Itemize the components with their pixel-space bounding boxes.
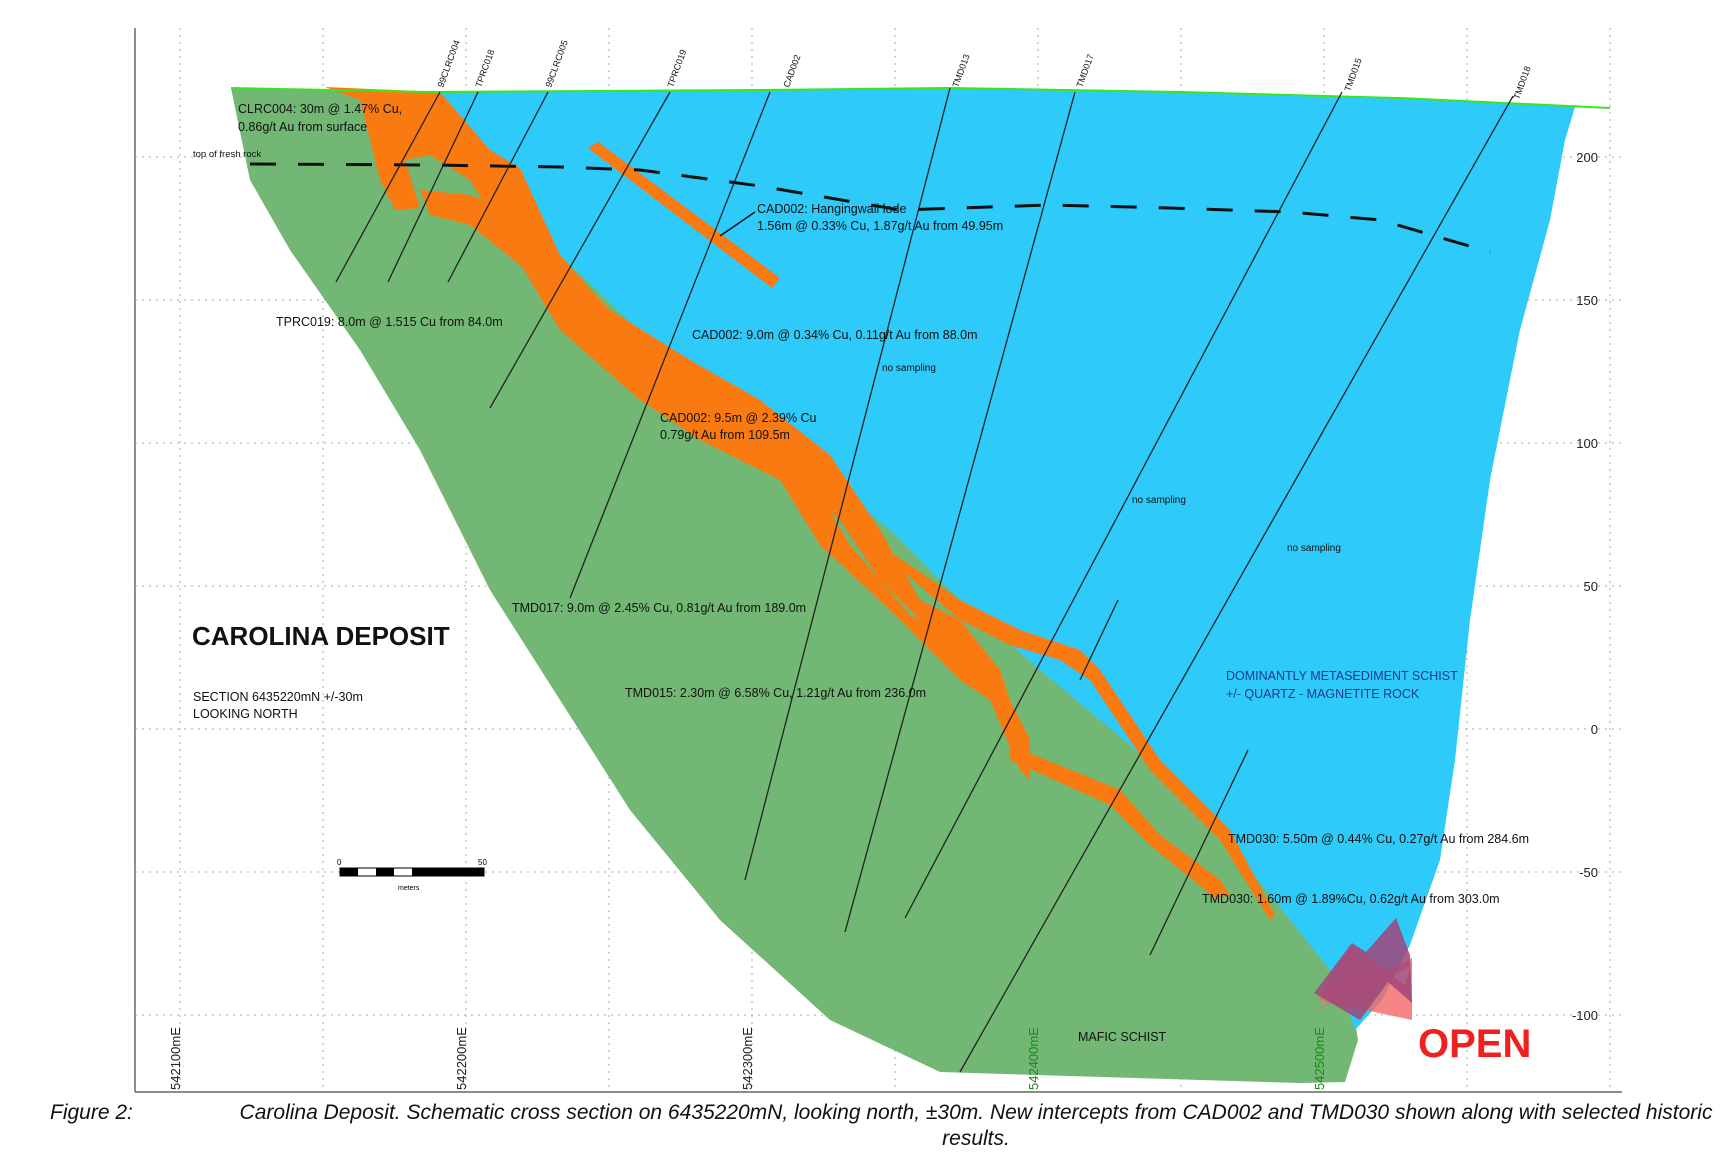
intercept-tmd030-b: TMD030: 1.60m @ 1.89%Cu, 0.62g/t Au from… — [1202, 892, 1500, 906]
drillhole-label: 99CLRC005 — [543, 39, 569, 89]
easting-tick: 542300mE — [740, 1027, 755, 1090]
elevation-tick: 150 — [1576, 293, 1598, 308]
no-sampling-label: no sampling — [882, 363, 936, 374]
lode-lower — [1010, 745, 1230, 898]
intercept-tmd017: TMD017: 9.0m @ 2.45% Cu, 0.81g/t Au from… — [512, 601, 806, 615]
metasediment-schist-zone — [432, 88, 1575, 1030]
intercept-tprc019: TPRC019: 8.0m @ 1.515 Cu from 84.0m — [276, 315, 503, 329]
mafic-schist-label: MAFIC SCHIST — [1078, 1030, 1167, 1044]
intercept-clrc004: 0.86g/t Au from surface — [238, 120, 367, 134]
drillhole-trace — [569, 91, 771, 599]
elevation-tick: -50 — [1579, 865, 1598, 880]
title-block: CAROLINA DEPOSIT SECTION 6435220mN +/-30… — [192, 621, 450, 721]
drillhole-trace — [844, 91, 1076, 933]
lode-main — [325, 87, 1030, 780]
metasediment-label: +/- QUARTZ - MAGNETITE ROCK — [1226, 687, 1420, 701]
scale-end: 50 — [478, 858, 487, 867]
drillhole-trace — [489, 91, 671, 409]
drillhole-label: TMD017 — [1074, 53, 1095, 89]
drillhole-trace — [904, 91, 1343, 919]
intercept-cad002-hangingwall: 1.56m @ 0.33% Cu, 1.87g/t Au from 49.95m — [757, 219, 1003, 233]
intercept-clrc004: CLRC004: 30m @ 1.47% Cu, — [238, 102, 402, 116]
caption-label: Figure 2: — [50, 1101, 133, 1124]
drillhole-label: TPRC019 — [665, 48, 688, 89]
section-info: SECTION 6435220mN +/-30m — [193, 690, 363, 704]
intercept-cad002-a: CAD002: 9.0m @ 0.34% Cu, 0.11g/t Au from… — [692, 328, 978, 342]
easting-tick: 542100mE — [168, 1027, 183, 1090]
intercept-cad002-b: CAD002: 9.5m @ 2.39% Cu — [660, 411, 817, 425]
intercept-tmd030-a: TMD030: 5.50m @ 0.44% Cu, 0.27g/t Au fro… — [1228, 832, 1529, 846]
drillhole-trace — [387, 91, 479, 283]
copper-lodes — [325, 87, 1275, 920]
drillhole-trace — [1149, 749, 1249, 956]
scale-start: 0 — [337, 858, 342, 867]
mafic-schist-zone — [231, 88, 1358, 1083]
open-label: OPEN — [1418, 1022, 1531, 1066]
elevation-axis-labels: 200 150 100 50 0 -50 -100 — [1572, 150, 1598, 1023]
elevation-tick: -100 — [1572, 1008, 1598, 1023]
easting-axis-labels: 542100mE 542200mE 542300mE 542400mE 5425… — [168, 1027, 1327, 1090]
plot-frame — [134, 28, 1622, 1093]
intercept-cad002-hangingwall: CAD002: Hangingwall lode — [757, 202, 906, 216]
elevation-tick: 200 — [1576, 150, 1598, 165]
drillhole-traces — [335, 87, 1514, 1073]
lode-hangingwall — [588, 142, 780, 288]
easting-tick: 542500mE — [1312, 1027, 1327, 1090]
scale-bar: 0 50 meters — [337, 858, 487, 892]
drillhole-label: 99CLRC004 — [435, 39, 461, 89]
no-sampling-label: no sampling — [1132, 495, 1186, 506]
section-info: LOOKING NORTH — [193, 707, 298, 721]
easting-tick: 542200mE — [454, 1027, 469, 1090]
lode-tmd013-branch — [895, 555, 1275, 920]
elevation-tick: 100 — [1576, 436, 1598, 451]
elevation-tick: 50 — [1584, 579, 1598, 594]
drillhole-label: TPRC018 — [473, 48, 496, 89]
drillhole-label: TMD018 — [1511, 65, 1532, 101]
elevation-tick: 0 — [1591, 722, 1598, 737]
annotations: top of fresh rock CLRC004: 30m @ 1.47% C… — [193, 102, 1529, 1044]
open-arrow-icon — [1312, 918, 1412, 1020]
drillhole-label: CAD002 — [781, 53, 802, 88]
drillhole-trace — [335, 91, 441, 283]
no-sampling-label: no sampling — [1287, 543, 1341, 554]
top-of-fresh-rock-line — [249, 162, 1491, 254]
drillhole-trace — [447, 91, 549, 283]
drillhole-label: TMD015 — [1342, 57, 1363, 93]
intercept-cad002-b: 0.79g/t Au from 109.5m — [660, 428, 790, 442]
drillhole-trace — [1079, 599, 1119, 681]
drillhole-label: TMD013 — [950, 53, 971, 89]
hangingwall-pointer — [719, 211, 756, 237]
top-fresh-rock-label: top of fresh rock — [193, 149, 261, 160]
drillhole-trace — [959, 95, 1514, 1073]
drillhole-trace — [744, 87, 951, 881]
easting-tick: 542400mE — [1026, 1027, 1041, 1090]
scale-unit: meters — [398, 885, 420, 892]
metasediment-label: DOMINANTLY METASEDIMENT SCHIST — [1226, 669, 1458, 683]
caption-text: Carolina Deposit. Schematic cross sectio… — [239, 1101, 1713, 1150]
intercept-tmd015: TMD015: 2.30m @ 6.58% Cu, 1.21g/t Au fro… — [625, 686, 926, 700]
lode-inner — [420, 190, 1010, 700]
deposit-title: CAROLINA DEPOSIT — [192, 621, 450, 651]
